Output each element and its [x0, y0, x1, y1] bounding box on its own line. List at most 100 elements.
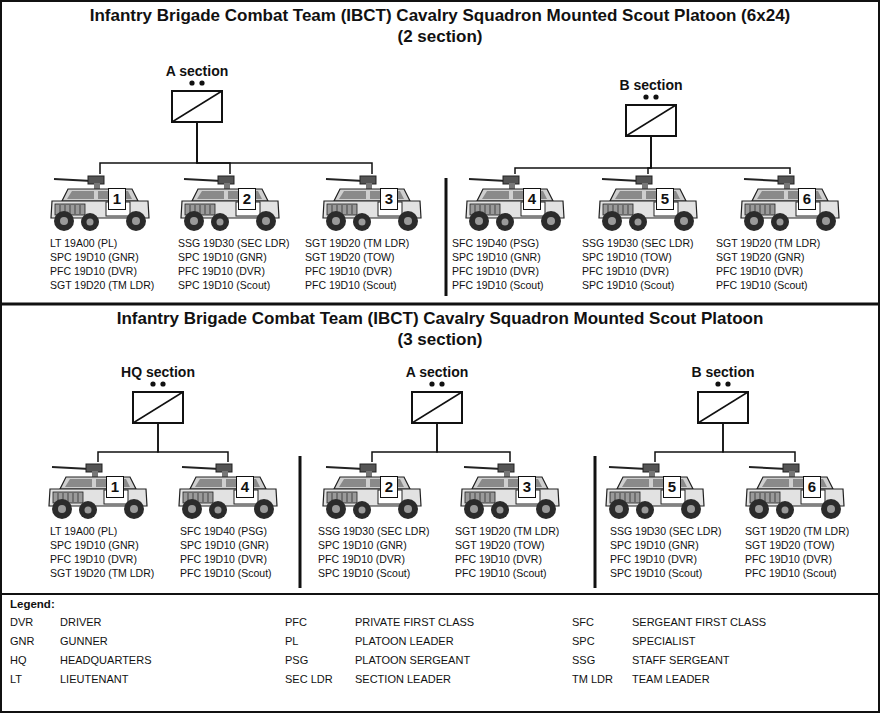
legend-definition: SERGEANT FIRST CLASS: [632, 616, 766, 629]
crew-member: SGT 19D20 (TM LDR): [716, 236, 842, 250]
legend-definition: HEADQUARTERS: [60, 654, 151, 667]
crew-member: SPC 19D10 (Scout): [318, 566, 429, 580]
unit-symbol: [132, 380, 184, 424]
crew-member: PFC 19D10 (DVR): [452, 264, 567, 278]
legend-heading: Legend:: [10, 598, 55, 612]
crew-member: PFC 19D10 (DVR): [455, 552, 562, 566]
connector: [197, 123, 230, 174]
section-name: B section: [691, 364, 754, 380]
legend-definition: LIEUTENANT: [60, 673, 128, 686]
crew-member: PFC 19D10 (DVR): [716, 264, 842, 278]
vehicle-illustration: [466, 176, 564, 231]
vehicle-number: 6: [803, 476, 821, 498]
vehicle-number: 5: [656, 188, 674, 210]
vehicle-illustration: [51, 176, 149, 231]
vehicle-illustration: [179, 464, 277, 519]
unit-symbol-shape: [626, 94, 676, 136]
crew-member: SPC 19D10 (GNR): [610, 538, 721, 552]
vehicle-node: 5SSG 19D30 (SEC LDR)SPC 19D10 (TOW)PFC 1…: [582, 174, 700, 292]
legend-definition: SECTION LEADER: [355, 673, 451, 686]
section-node: B section: [691, 364, 754, 424]
connector: [197, 123, 372, 174]
legend-definition: PLATOON LEADER: [355, 635, 454, 648]
legend-definition: GUNNER: [60, 635, 108, 648]
vehicle-number: 4: [236, 476, 254, 498]
legend-divider: [1, 593, 879, 595]
vehicle-node: 4SFC 19D40 (PSG)SPC 19D10 (GNR)PFC 19D10…: [180, 462, 280, 580]
vehicle-number: 5: [663, 476, 681, 498]
vehicle-node: 2SSG 19D30 (SEC LDR)SPC 19D10 (GNR)PFC 1…: [178, 174, 289, 292]
connector: [723, 424, 795, 462]
vehicle-illustration: [49, 464, 147, 519]
crew-member: PFC 19D10 (DVR): [318, 552, 429, 566]
legend-abbreviation: PSG: [285, 654, 308, 667]
unit-symbol-shape: [698, 381, 748, 423]
crew-member: SPC 19D10 (Scout): [610, 566, 721, 580]
legend-abbreviation: GNR: [10, 635, 34, 648]
heading-subline: (3 section): [397, 330, 482, 350]
legend-abbreviation: HQ: [10, 654, 27, 667]
section-name: A section: [406, 364, 469, 380]
title: Infantry Brigade Combat Team (IBCT) Cava…: [90, 6, 791, 26]
connector: [655, 424, 723, 462]
vehicle-node: 3SGT 19D20 (TM LDR)SGT 19D20 (TOW)PFC 19…: [305, 174, 424, 292]
crew-member: PFC 19D10 (Scout): [716, 278, 842, 292]
crew-member: PFC 19D10 (DVR): [610, 552, 721, 566]
vehicle-node: 6SGT 19D20 (TM LDR)SGT 19D20 (TOW)PFC 19…: [745, 462, 849, 580]
legend-definition: SPECIALIST: [632, 635, 696, 648]
unit-symbol: [697, 380, 749, 424]
crew-member: PFC 19D10 (DVR): [50, 552, 154, 566]
unit-symbol: [411, 380, 463, 424]
legend-abbreviation: TM LDR: [572, 673, 613, 686]
crew-member: LT 19A00 (PL): [50, 524, 154, 538]
vehicle-node: 3SGT 19D20 (TM LDR)SGT 19D20 (TOW)PFC 19…: [455, 462, 562, 580]
legend-abbreviation: SPC: [572, 635, 595, 648]
section-divider: [445, 178, 448, 296]
legend-abbreviation: SFC: [572, 616, 594, 629]
crew-member: SGT 19D20 (TM LDR): [50, 278, 154, 292]
crew-member: SPC 19D10 (GNR): [178, 250, 289, 264]
crew-member: PFC 19D10 (DVR): [582, 264, 700, 278]
section-node: HQ section: [121, 364, 195, 424]
crew-member: SGT 19D20 (TOW): [305, 250, 424, 264]
unit-symbol-shape: [172, 80, 222, 122]
crew-member: SPC 19D10 (TOW): [582, 250, 700, 264]
heading: Infantry Brigade Combat Team (IBCT) Cava…: [117, 309, 764, 329]
crew-member: PFC 19D10 (Scout): [305, 278, 424, 292]
crew-member: SGT 19D20 (TOW): [455, 538, 562, 552]
crew-member: SGT 19D20 (TM LDR): [305, 236, 424, 250]
crew-member: PFC 19D10 (DVR): [745, 552, 849, 566]
crew-member: PFC 19D10 (Scout): [180, 566, 280, 580]
heading-subline: (2 section): [397, 27, 482, 47]
crew-member: SGT 19D20 (TM LDR): [745, 524, 849, 538]
connector: [437, 424, 510, 462]
crew-member: PFC 19D10 (Scout): [745, 566, 849, 580]
legend-abbreviation: LT: [10, 673, 22, 686]
legend-abbreviation: PFC: [285, 616, 307, 629]
section-name: A section: [166, 63, 229, 79]
section-node: A section: [406, 364, 469, 424]
section-divider: [299, 456, 302, 588]
vehicle-illustration: [181, 176, 279, 231]
section-name: HQ section: [121, 364, 195, 380]
legend-abbreviation: SEC LDR: [285, 673, 333, 686]
crew-member: SSG 19D30 (SEC LDR): [318, 524, 429, 538]
crew-member: SPC 19D10 (GNR): [452, 250, 567, 264]
crew-member: SSG 19D30 (SEC LDR): [610, 524, 721, 538]
legend-definition: PLATOON SERGEANT: [355, 654, 470, 667]
section-name: B section: [619, 77, 682, 93]
vehicle-illustration: [606, 464, 704, 519]
crew-member: PFC 19D10 (DVR): [50, 264, 154, 278]
connector: [100, 123, 197, 174]
connector: [651, 137, 790, 174]
vehicle-illustration: [746, 464, 844, 519]
section-node: B section: [619, 77, 682, 137]
vehicle-number: 1: [108, 188, 126, 210]
crew-member: PFC 19D10 (Scout): [455, 566, 562, 580]
crew-member: PFC 19D10 (DVR): [180, 552, 280, 566]
legend-definition: DRIVER: [60, 616, 102, 629]
